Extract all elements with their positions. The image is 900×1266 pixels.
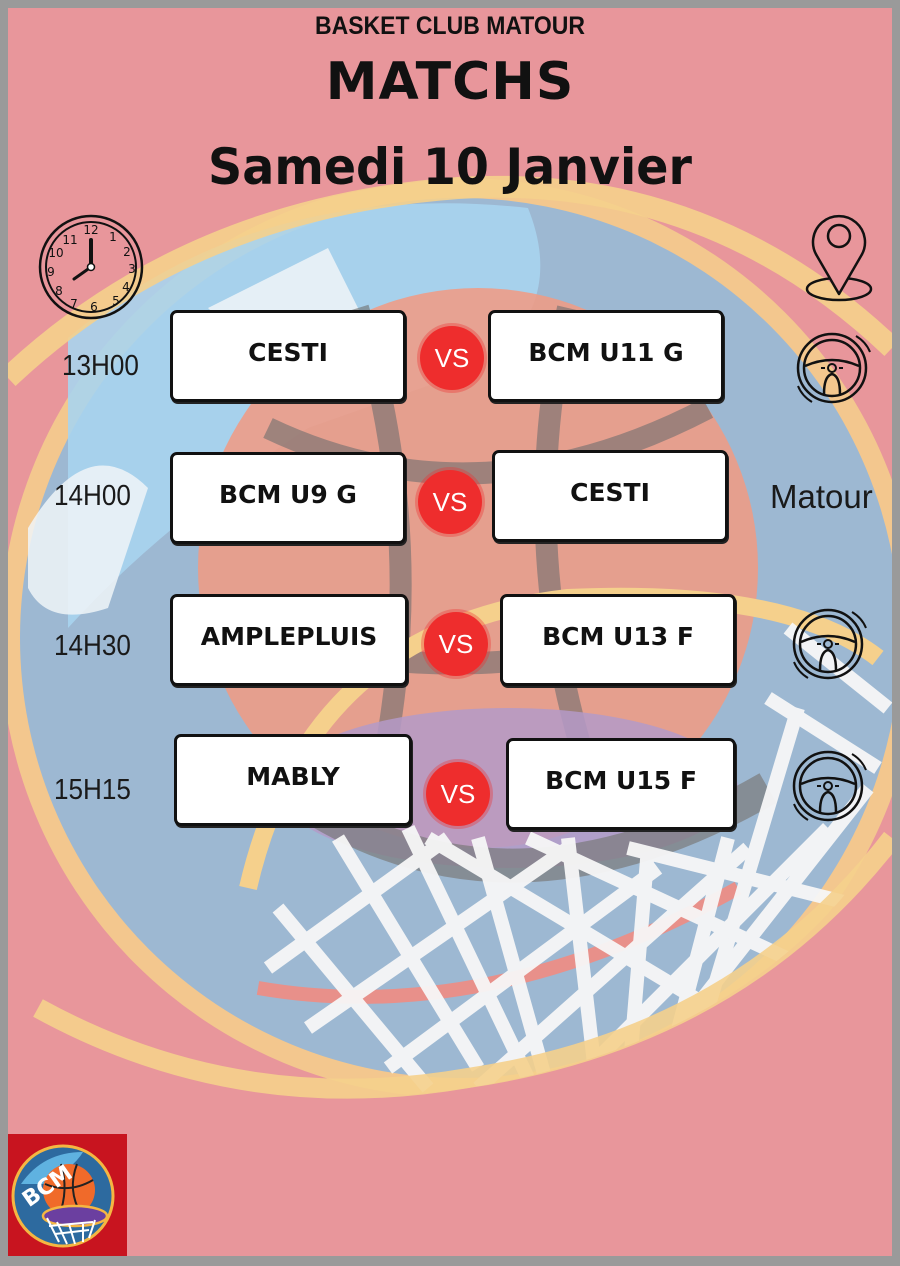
bg-ball-lines bbox=[234, 304, 733, 832]
svg-text:10: 10 bbox=[48, 246, 63, 260]
away-team: CESTI bbox=[492, 450, 728, 542]
club-logo: BCM bbox=[8, 1134, 127, 1256]
svg-text:4: 4 bbox=[122, 280, 130, 294]
home-team: BCM U9 G bbox=[170, 452, 406, 544]
match-location: Matour bbox=[770, 478, 873, 515]
svg-text:11: 11 bbox=[62, 233, 77, 247]
club-name: BASKET CLUB MATOUR bbox=[314, 12, 586, 40]
match-date: Samedi 10 Janvier bbox=[208, 138, 692, 196]
svg-text:3: 3 bbox=[128, 262, 136, 276]
map-pin-icon bbox=[805, 214, 873, 302]
svg-text:8: 8 bbox=[55, 284, 63, 298]
svg-text:6: 6 bbox=[90, 300, 98, 314]
match-time: 14H00 bbox=[54, 480, 131, 512]
svg-text:2: 2 bbox=[123, 245, 131, 259]
bg-ring-bottom bbox=[33, 831, 892, 1099]
svg-text:5: 5 bbox=[112, 294, 120, 308]
steering-wheel-icon bbox=[792, 608, 867, 680]
home-team: AMPLEPLUIS bbox=[170, 594, 408, 686]
match-time: 14H30 bbox=[54, 630, 131, 662]
svg-text:7: 7 bbox=[70, 297, 78, 311]
match-poster: BASKET CLUB MATOUR MATCHS Samedi 10 Janv… bbox=[8, 8, 892, 1256]
bcm-logo-icon: BCM bbox=[11, 1144, 115, 1248]
svg-text:12: 12 bbox=[83, 223, 98, 237]
page-title: MATCHS bbox=[325, 52, 575, 112]
vs-badge: VS bbox=[420, 326, 484, 390]
vs-badge: VS bbox=[426, 762, 490, 826]
vs-badge: VS bbox=[418, 470, 482, 534]
steering-wheel-icon bbox=[796, 332, 871, 404]
steering-wheel-icon bbox=[792, 750, 867, 822]
home-team: MABLY bbox=[174, 734, 412, 826]
away-team: BCM U11 G bbox=[488, 310, 724, 402]
away-team: BCM U15 F bbox=[506, 738, 736, 830]
bg-outer-pink-top bbox=[8, 8, 892, 368]
match-time: 15H15 bbox=[54, 774, 131, 806]
bg-outer-pink bbox=[8, 828, 892, 1256]
match-time: 13H00 bbox=[62, 350, 139, 382]
svg-text:9: 9 bbox=[47, 265, 55, 279]
vs-badge: VS bbox=[424, 612, 488, 676]
bg-net bbox=[263, 622, 892, 1099]
background-artwork bbox=[8, 8, 892, 1256]
svg-text:1: 1 bbox=[109, 230, 117, 244]
home-team: CESTI bbox=[170, 310, 406, 402]
away-team: BCM U13 F bbox=[500, 594, 736, 686]
